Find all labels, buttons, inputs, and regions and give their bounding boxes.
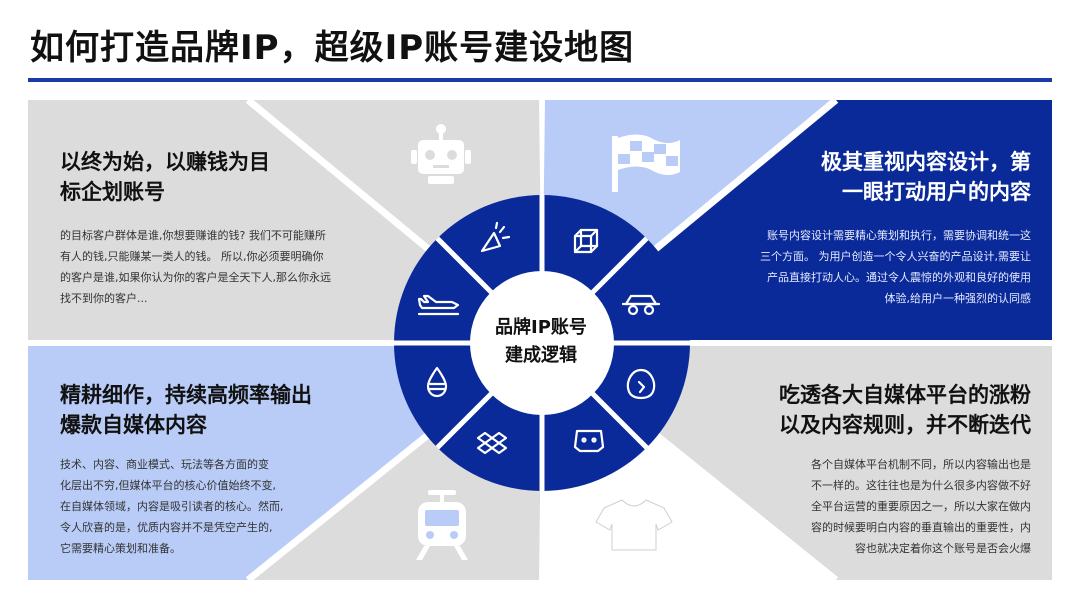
quadrant-body: 各个自媒体平台机制不同，所以内容输出也是 不一样的。这往往也是为什么很多内容做不… <box>735 454 1031 559</box>
heading-line: 吃透各大自媒体平台的涨粉 <box>779 383 1031 407</box>
title-underline <box>28 78 1052 82</box>
quadrant-bottom-left: 精耕细作，持续高频率输出 爆款自媒体内容 技术、内容、商业模式、玩法等各方面的变… <box>60 380 360 559</box>
heading-line: 一眼打动用户的内容 <box>842 180 1031 204</box>
body-line: 它需要精心策划和准备。 <box>60 542 181 555</box>
heading-line: 极其重视内容设计，第 <box>821 150 1031 174</box>
center-line-2: 建成逻辑 <box>505 345 577 366</box>
game-controller-icon <box>573 429 605 453</box>
car-icon <box>621 294 661 316</box>
tshirt-icon <box>595 499 673 551</box>
party-popper-icon <box>480 221 511 253</box>
body-line: 账号内容设计需要精心策划和执行，需要协调和统一这 <box>767 229 1031 242</box>
dropbox-icon <box>476 431 508 455</box>
center-line-1: 品牌IP账号 <box>495 317 587 338</box>
body-line: 各个自媒体平台机制不同，所以内容输出也是 <box>811 458 1031 471</box>
page-title: 如何打造品牌IP，超级IP账号建设地图 <box>30 28 635 68</box>
quadrant-heading: 精耕细作，持续高频率输出 爆款自媒体内容 <box>60 380 360 440</box>
robot-icon <box>411 124 471 184</box>
body-line: 全平台运营的重要原因之一，所以大家在做内 <box>811 500 1031 513</box>
heading-line: 标企划账号 <box>60 180 165 204</box>
water-drop-icon <box>426 366 448 398</box>
body-line: 的目标客户群体是谁,你想要赚谁的钱? 我们不可能赚所 <box>60 229 326 242</box>
quadrant-heading: 极其重视内容设计，第 一眼打动用户的内容 <box>735 147 1031 207</box>
quadrant-body: 技术、内容、商业模式、玩法等各方面的变 化层出不穷,但媒体平台的核心价值始终不变… <box>60 454 360 559</box>
heading-line: 以及内容规则，并不断迭代 <box>779 413 1031 437</box>
checkered-flag-icon <box>612 134 680 192</box>
airplane-icon <box>417 294 460 316</box>
quadrant-body: 账号内容设计需要精心策划和执行，需要协调和统一这 三个方面。 为用户创造一个令人… <box>735 225 1031 309</box>
heading-line: 以终为始，以赚钱为目 <box>60 150 270 174</box>
train-icon <box>416 490 468 560</box>
cube-icon <box>573 228 599 254</box>
body-line: 不一样的。这往往也是为什么很多内容做不好 <box>811 479 1031 492</box>
heading-line: 精耕细作，持续高频率输出 <box>60 383 312 407</box>
body-line: 容的时候要明白内容的垂直输出的重要性，内 <box>811 521 1031 534</box>
body-line: 化层出不穷,但媒体平台的核心价值始终不变, <box>60 479 276 492</box>
body-line: 容也就决定着你这个账号是否会火爆 <box>855 542 1031 555</box>
egg-icon <box>626 368 656 400</box>
quadrant-heading: 吃透各大自媒体平台的涨粉 以及内容规则，并不断迭代 <box>735 380 1031 440</box>
quadrant-heading: 以终为始，以赚钱为目 标企划账号 <box>60 147 360 207</box>
body-line: 找不到你的客户... <box>60 292 148 305</box>
body-line: 技术、内容、商业模式、玩法等各方面的变 <box>60 458 269 471</box>
quadrant-body: 的目标客户群体是谁,你想要赚谁的钱? 我们不可能赚所 有人的钱,只能赚某一类人的… <box>60 225 360 309</box>
quadrant-top-right: 极其重视内容设计，第 一眼打动用户的内容 账号内容设计需要精心策划和执行，需要协… <box>735 147 1031 309</box>
center-circle <box>470 271 614 415</box>
body-line: 三个方面。 为用户创造一个令人兴奋的产品设计,需要让 <box>760 250 1031 263</box>
heading-line: 爆款自媒体内容 <box>60 413 207 437</box>
body-line: 的客户是谁,如果你认为你的客户是全天下人,那么你永远 <box>60 271 331 284</box>
quadrant-top-left: 以终为始，以赚钱为目 标企划账号 的目标客户群体是谁,你想要赚谁的钱? 我们不可… <box>60 147 360 309</box>
body-line: 体验,给用户一种强烈的认同感 <box>884 292 1032 305</box>
body-line: 令人欣喜的是，优质内容并不是凭空产生的, <box>60 521 273 534</box>
center-label: 品牌IP账号 建成逻辑 <box>476 314 606 370</box>
body-line: 在自媒体领域，内容是吸引读者的核心。然而, <box>60 500 284 513</box>
body-line: 产品直接打动人心。通过令人震惊的外观和良好的使用 <box>767 271 1031 284</box>
quadrant-bottom-right: 吃透各大自媒体平台的涨粉 以及内容规则，并不断迭代 各个自媒体平台机制不同，所以… <box>735 380 1031 559</box>
body-line: 有人的钱,只能赚某一类人的钱。 所以,你必须要明确你 <box>60 250 324 263</box>
